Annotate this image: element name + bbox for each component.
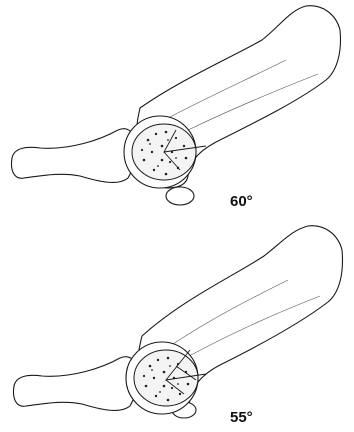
top-angle-label: 60° [230, 193, 253, 210]
top-sesamoid [166, 187, 194, 205]
top-phalanx [12, 129, 135, 183]
bottom-angle-label: 55° [230, 409, 253, 426]
bottom-cancellous-head [134, 350, 198, 406]
bottom-bone-illustration: 55° [14, 226, 343, 426]
bottom-phalanx [14, 357, 137, 411]
top-bone-illustration: 60° [12, 6, 341, 210]
